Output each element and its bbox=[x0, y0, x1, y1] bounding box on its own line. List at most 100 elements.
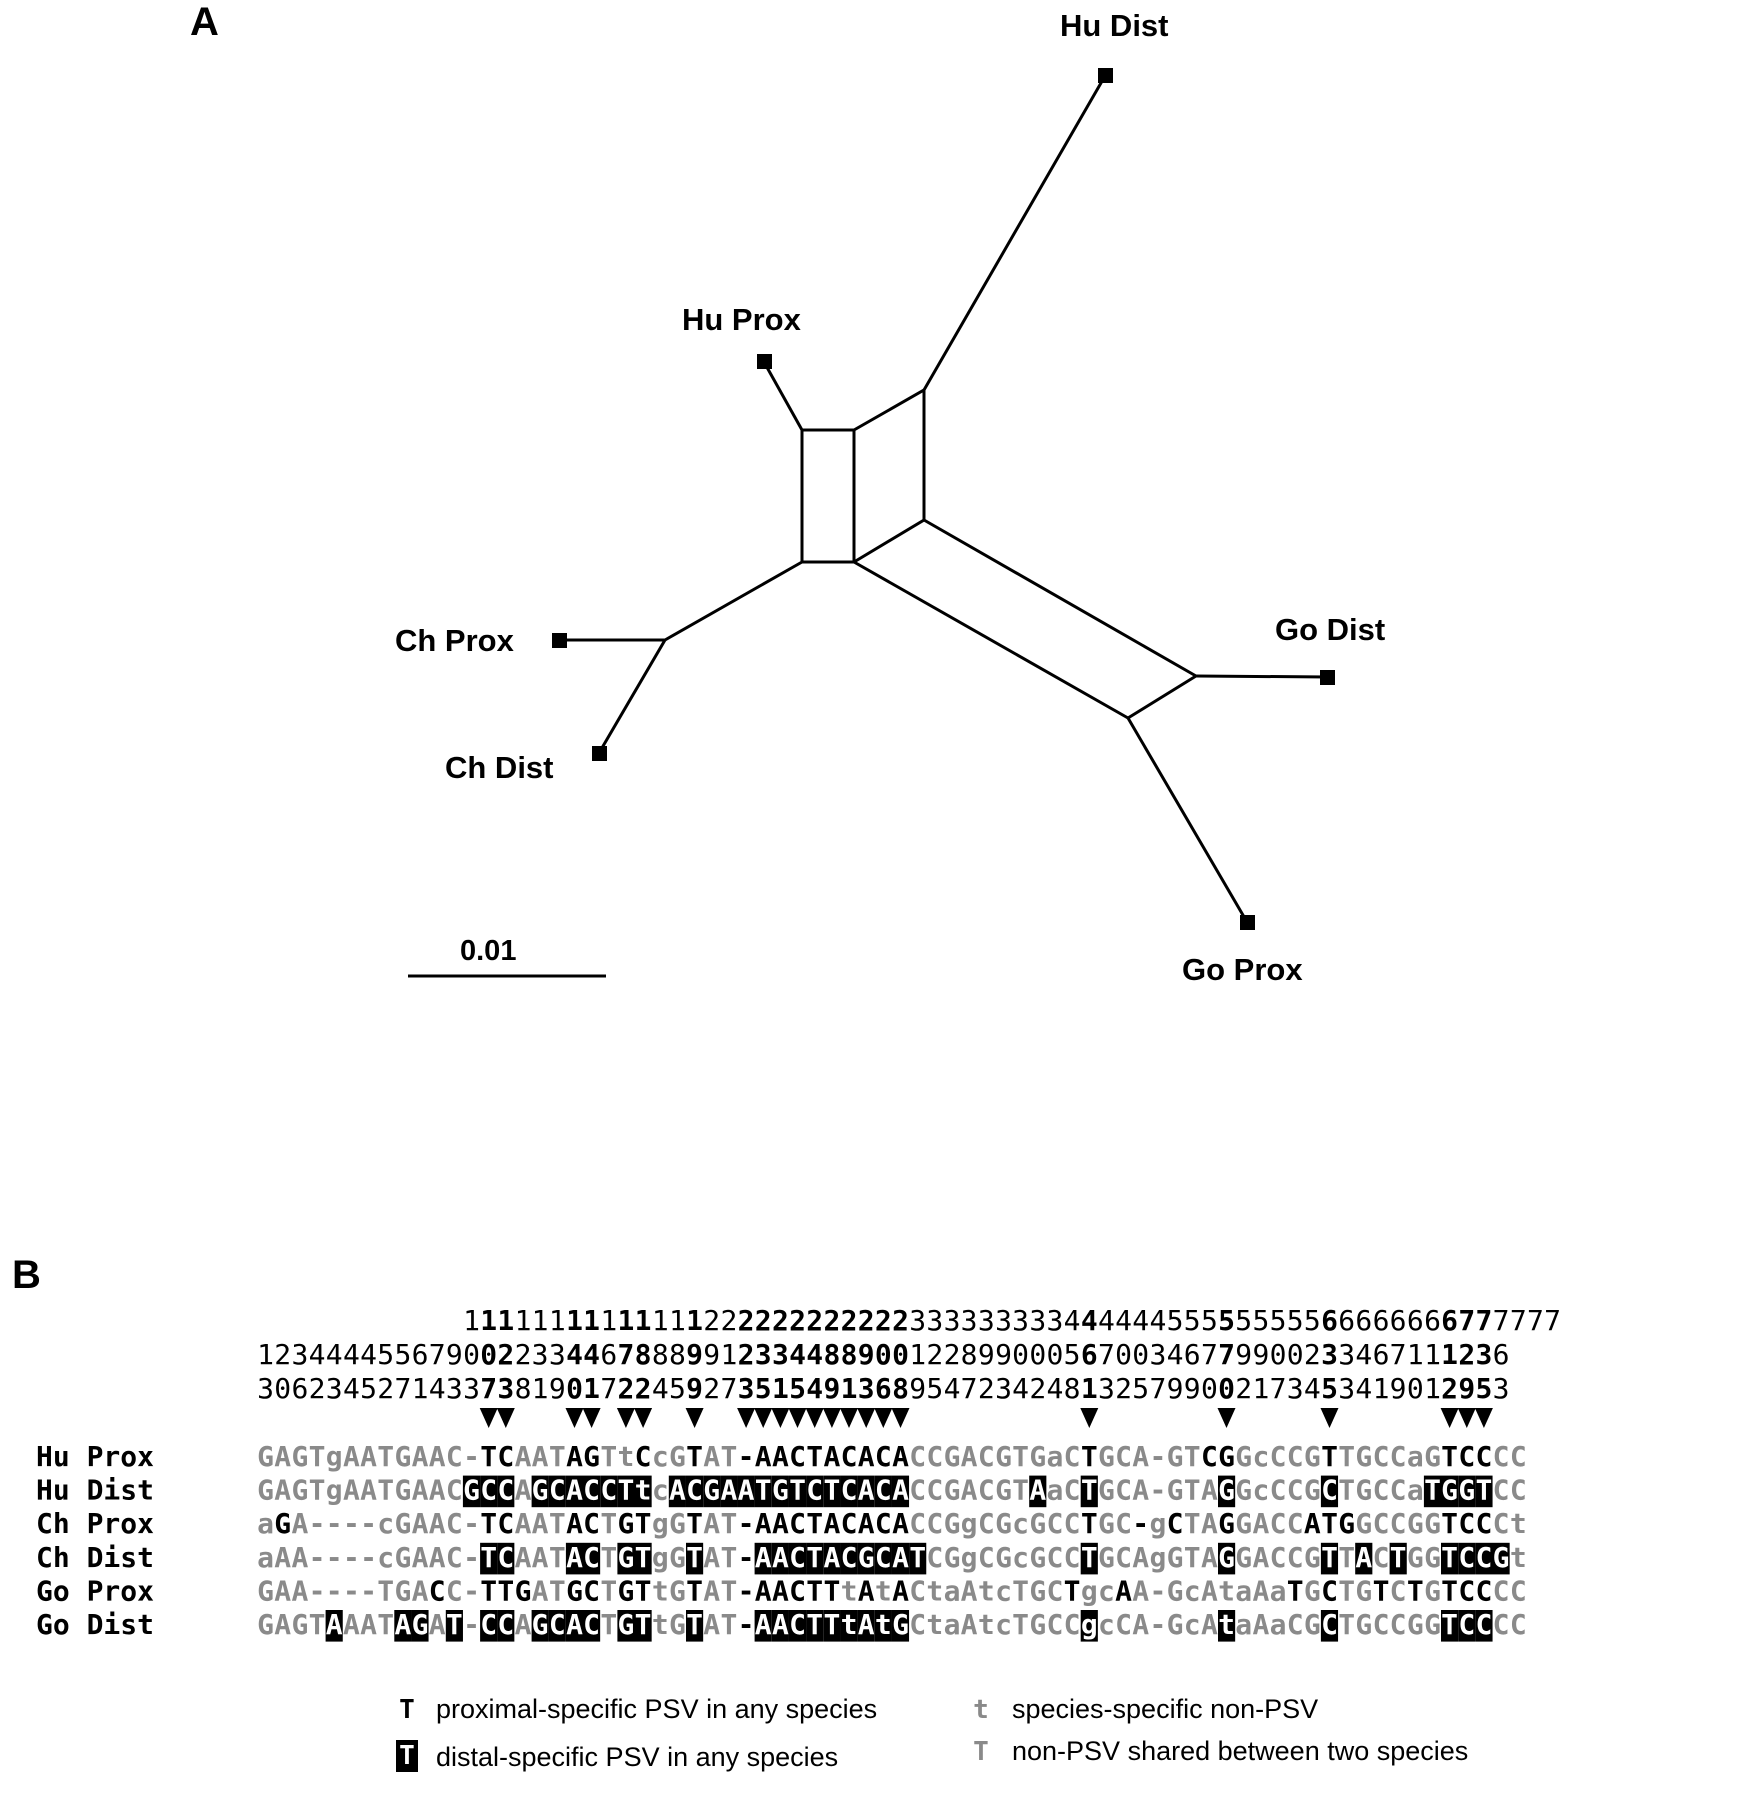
nucleotide: G bbox=[1424, 1507, 1441, 1540]
nucleotide: C bbox=[841, 1541, 858, 1574]
nucleotide: G bbox=[1218, 1440, 1235, 1473]
nucleotide: G bbox=[291, 1440, 308, 1473]
nucleotide: - bbox=[738, 1608, 755, 1641]
position-digit: 7 bbox=[1493, 1304, 1510, 1337]
nucleotide: - bbox=[738, 1507, 755, 1540]
node-ch-prox bbox=[552, 633, 567, 648]
nucleotide: g bbox=[326, 1440, 343, 1473]
position-digit: 8 bbox=[652, 1338, 669, 1371]
panel-a-letter: A bbox=[190, 0, 219, 44]
nucleotide: C bbox=[497, 1608, 514, 1641]
position-digit: 1 bbox=[257, 1338, 274, 1371]
nucleotide: G bbox=[944, 1474, 961, 1507]
nucleotide: a bbox=[1270, 1574, 1287, 1607]
position-digit: 1 bbox=[480, 1304, 497, 1337]
position-digit: 9 bbox=[703, 1338, 720, 1371]
nucleotide: - bbox=[1149, 1440, 1166, 1473]
inverted-cell-bg bbox=[565, 1542, 584, 1575]
nucleotide: T bbox=[497, 1574, 514, 1607]
nucleotide: C bbox=[1493, 1608, 1510, 1641]
nucleotide: A bbox=[1132, 1608, 1149, 1641]
nucleotide: G bbox=[257, 1574, 274, 1607]
inverted-cell-bg bbox=[634, 1610, 652, 1642]
nucleotide: C bbox=[1287, 1474, 1304, 1507]
nucleotide: G bbox=[394, 1574, 411, 1607]
branch-go-dist bbox=[1195, 674, 1329, 679]
nucleotide: - bbox=[360, 1574, 377, 1607]
nucleotide: G bbox=[1304, 1541, 1321, 1574]
nucleotide: C bbox=[909, 1440, 926, 1473]
nucleotide: C bbox=[875, 1541, 892, 1574]
position-digit: 5 bbox=[1184, 1304, 1201, 1337]
nucleotide: C bbox=[1493, 1574, 1510, 1607]
position-digit: 7 bbox=[720, 1372, 737, 1405]
position-digit: 6 bbox=[1373, 1338, 1390, 1371]
inverted-cell-bg bbox=[565, 1610, 584, 1642]
nucleotide: G bbox=[1167, 1440, 1184, 1473]
nucleotide: T bbox=[789, 1474, 806, 1507]
position-digit: 4 bbox=[1081, 1304, 1098, 1337]
position-digit: 0 bbox=[274, 1372, 291, 1405]
nucleotide: T bbox=[686, 1574, 703, 1607]
position-digit: 2 bbox=[772, 1304, 789, 1337]
position-digit: 9 bbox=[686, 1372, 703, 1405]
nucleotide: C bbox=[446, 1507, 463, 1540]
position-digit: 5 bbox=[1287, 1304, 1304, 1337]
nucleotide: C bbox=[1475, 1440, 1492, 1473]
nucleotide: A bbox=[1252, 1574, 1269, 1607]
node-go-prox bbox=[1240, 915, 1255, 930]
inverted-cell-bg bbox=[823, 1542, 841, 1575]
position-digit: 7 bbox=[1149, 1372, 1166, 1405]
nucleotide: t bbox=[1218, 1608, 1235, 1641]
position-digit: 0 bbox=[892, 1338, 909, 1371]
position-digit: 2 bbox=[755, 1304, 772, 1337]
psv-markers bbox=[479, 1408, 1493, 1428]
nucleotide: G bbox=[669, 1440, 686, 1473]
nucleotide: C bbox=[1493, 1507, 1510, 1540]
scale-bar-label: 0.01 bbox=[460, 935, 516, 967]
nucleotide: C bbox=[1046, 1507, 1063, 1540]
nucleotide: c bbox=[1098, 1574, 1115, 1607]
nucleotide: C bbox=[583, 1608, 600, 1641]
position-digit: 7 bbox=[617, 1338, 634, 1371]
nucleotide: a bbox=[257, 1541, 274, 1574]
nucleotide: T bbox=[1338, 1541, 1355, 1574]
nucleotide: T bbox=[480, 1574, 497, 1607]
position-digit: 3 bbox=[738, 1372, 755, 1405]
position-digit: 0 bbox=[1029, 1338, 1046, 1371]
position-digit: 5 bbox=[1252, 1304, 1269, 1337]
nucleotide: T bbox=[686, 1507, 703, 1540]
position-digit: 8 bbox=[669, 1338, 686, 1371]
nucleotide: C bbox=[926, 1474, 943, 1507]
nucleotide: T bbox=[1441, 1507, 1458, 1540]
nucleotide: G bbox=[669, 1541, 686, 1574]
position-digit: 0 bbox=[1201, 1372, 1218, 1405]
position-digit: 4 bbox=[1304, 1372, 1321, 1405]
nucleotide: G bbox=[583, 1440, 600, 1473]
panel-b-letter: B bbox=[12, 1253, 41, 1297]
inverted-cell-bg bbox=[874, 1475, 892, 1508]
nucleotide: T bbox=[1338, 1440, 1355, 1473]
nucleotide: A bbox=[274, 1474, 291, 1507]
nucleotide: C bbox=[1046, 1574, 1063, 1607]
position-digit: 1 bbox=[772, 1372, 789, 1405]
node-ch-dist bbox=[592, 746, 607, 761]
nucleotide: T bbox=[549, 1507, 566, 1540]
nucleotide: C bbox=[1167, 1507, 1184, 1540]
psv-triangle-marker bbox=[616, 1408, 635, 1428]
position-digit: 4 bbox=[1115, 1304, 1132, 1337]
nucleotide: C bbox=[446, 1474, 463, 1507]
label-ch-prox: Ch Prox bbox=[395, 623, 515, 658]
nucleotide: A bbox=[1201, 1574, 1218, 1607]
position-digit: 5 bbox=[789, 1372, 806, 1405]
nucleotide: A bbox=[858, 1608, 875, 1641]
nucleotide: G bbox=[1407, 1608, 1424, 1641]
label-ch-dist: Ch Dist bbox=[445, 750, 554, 785]
nucleotide: - bbox=[1132, 1507, 1149, 1540]
position-digit: 1 bbox=[412, 1372, 429, 1405]
nucleotide: G bbox=[617, 1541, 634, 1574]
nucleotide: T bbox=[1321, 1541, 1338, 1574]
nucleotide: a bbox=[1407, 1440, 1424, 1473]
nucleotide: - bbox=[1149, 1608, 1166, 1641]
